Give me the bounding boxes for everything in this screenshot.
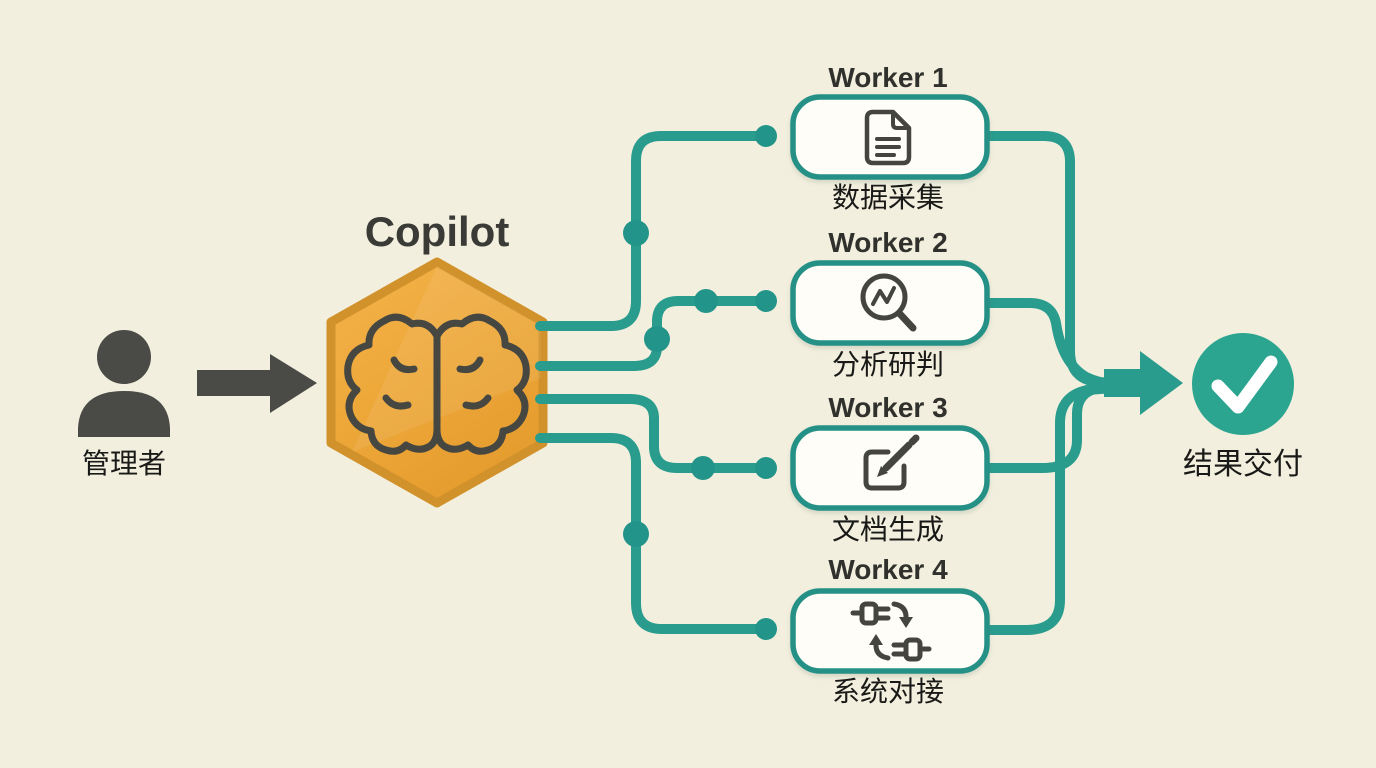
connector-dot: [623, 521, 649, 547]
connector-dot: [755, 290, 777, 312]
result-circle: [1192, 333, 1294, 435]
worker-2-title: Worker 2: [828, 227, 947, 258]
worker-4-title: Worker 4: [828, 554, 948, 585]
result-label: 结果交付: [1183, 448, 1303, 481]
worker-3-task: 文档生成: [832, 514, 944, 545]
person-icon: [78, 330, 170, 437]
worker-1-task: 数据采集: [832, 182, 944, 213]
worker-4-node: Worker 4 系统对接: [790, 554, 990, 707]
manager-to-copilot-arrow: [197, 354, 317, 413]
worker-3-node: Worker 3 文档生成: [790, 392, 990, 545]
connector-dot: [755, 457, 777, 479]
worker-1-title: Worker 1: [828, 62, 947, 93]
plug-sync-icon: [850, 601, 932, 662]
document-icon: [864, 109, 912, 166]
magnifier-chart-icon: [860, 273, 917, 332]
connector-dot: [755, 125, 777, 147]
worker-2-task: 分析研判: [832, 349, 944, 380]
connector-lines: [535, 125, 777, 640]
connector-dot: [644, 326, 670, 352]
edit-icon: [863, 434, 920, 491]
result-node: 结果交付: [1183, 333, 1303, 481]
connector-dot: [623, 220, 649, 246]
merge-line-worker-4: [982, 383, 1119, 635]
result-arrow: [1104, 351, 1183, 415]
connector-dot: [694, 289, 718, 313]
worker-4-box: [790, 588, 990, 674]
manager-label: 管理者: [82, 448, 166, 479]
worker-4-task: 系统对接: [832, 676, 944, 707]
worker-2-node: Worker 2 分析研判: [790, 227, 990, 380]
merge-lines: [982, 131, 1119, 635]
connector-dot: [755, 618, 777, 640]
connector-worker-3: [535, 394, 771, 473]
worker-3-title: Worker 3: [828, 392, 947, 423]
worker-2-box: [790, 260, 990, 346]
checkmark-icon: [1211, 355, 1278, 414]
copilot-label: Copilot: [365, 208, 510, 255]
worker-1-node: Worker 1 数据采集: [790, 62, 990, 213]
manager-node: 管理者: [78, 330, 170, 479]
connector-dot: [691, 456, 715, 480]
merge-line-worker-2: [982, 298, 1119, 389]
